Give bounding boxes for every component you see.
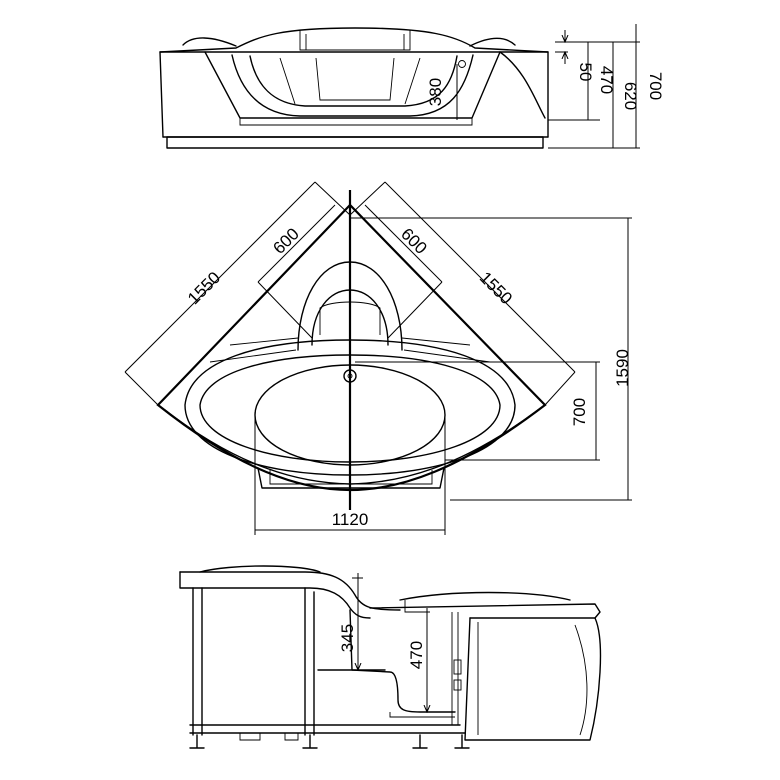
dim-700: 700 — [646, 72, 665, 100]
dim-50: 50 — [576, 63, 595, 82]
dim-620: 620 — [621, 82, 640, 110]
dim-700-plan: 700 — [570, 398, 589, 426]
dim-345: 345 — [338, 624, 357, 652]
dim-1590: 1590 — [613, 349, 632, 387]
front-elevation-dimensions: 50 470 620 700 380 — [426, 24, 665, 149]
plan-outline — [156, 203, 547, 492]
front-elevation-view: 50 470 620 700 380 — [159, 24, 665, 149]
plan-dimensions: 1550 1550 600 600 1590 700 1120 — [124, 181, 632, 535]
side-section-outline — [179, 565, 602, 749]
dim-1550-right: 1550 — [476, 268, 516, 308]
plan-view: 1550 1550 600 600 1590 700 1120 — [124, 181, 632, 535]
front-elevation-outline — [159, 27, 549, 149]
dim-470: 470 — [597, 66, 616, 94]
dim-600-right: 600 — [397, 224, 430, 257]
side-section-view: 345 470 — [179, 565, 602, 749]
dim-470-side: 470 — [407, 641, 426, 669]
side-section-dimensions: 345 470 — [338, 573, 427, 712]
dim-1120: 1120 — [332, 510, 369, 529]
dim-1550-left: 1550 — [184, 268, 224, 308]
dim-380: 380 — [426, 78, 445, 106]
dim-600-left: 600 — [269, 224, 302, 257]
